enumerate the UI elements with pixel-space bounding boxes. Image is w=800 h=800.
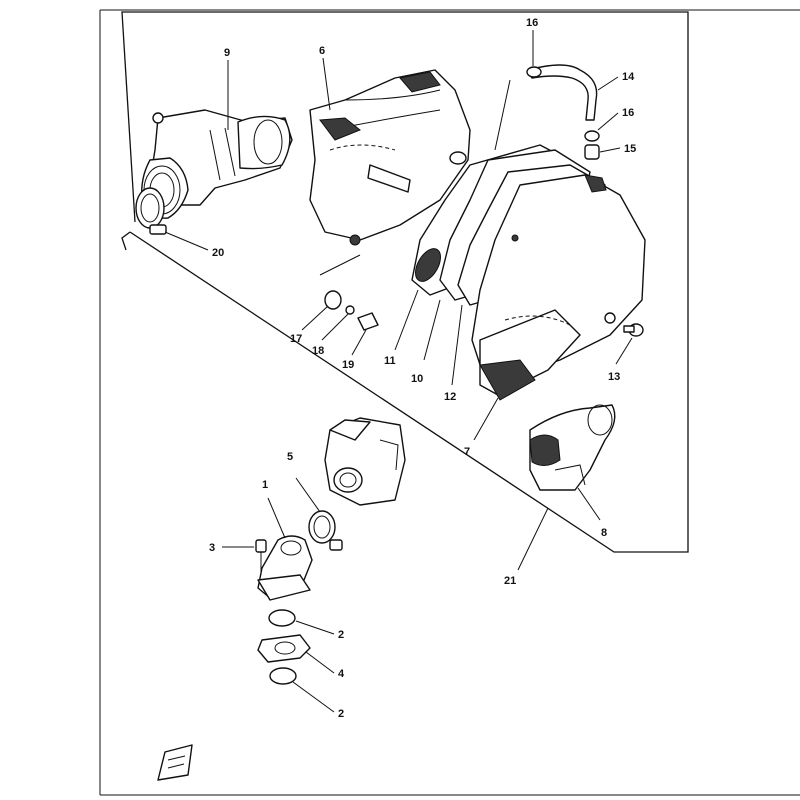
callout-5: 5	[287, 451, 293, 463]
callout-3: 3	[209, 542, 215, 554]
carb-clamp	[308, 510, 343, 551]
callout-16a: 16	[526, 17, 538, 29]
intake-joint	[529, 404, 616, 491]
o-ring-lower	[269, 667, 297, 685]
front-arrow-icon	[157, 744, 193, 781]
fastener-set	[319, 254, 379, 331]
intake-manifold	[257, 535, 313, 601]
callout-9: 9	[224, 47, 230, 59]
callout-18: 18	[312, 345, 324, 357]
insulator	[257, 634, 311, 663]
callout-2a: 2	[338, 629, 344, 641]
callout-12: 12	[444, 391, 456, 403]
page-border	[99, 9, 800, 796]
o-ring-upper	[268, 609, 296, 627]
callout-1: 1	[262, 479, 268, 491]
callout-2b: 2	[338, 708, 344, 720]
callout-11: 11	[384, 355, 396, 367]
carburetor	[324, 417, 406, 506]
callout-20: 20	[212, 247, 224, 259]
callout-4: 4	[338, 668, 345, 680]
callout-15: 15	[624, 143, 636, 155]
callout-19: 19	[342, 359, 354, 371]
air-cleaner-case	[309, 69, 471, 246]
callout-6: 6	[319, 45, 325, 57]
callout-21: 21	[504, 575, 516, 587]
case-cover	[471, 174, 646, 401]
assembly-frame	[121, 11, 689, 553]
callout-13: 13	[608, 371, 620, 383]
callout-14: 14	[622, 71, 635, 83]
callout-7: 7	[464, 446, 470, 458]
callouts: 16 14 16 15 9 6 20 17 18 19 11 10 12 13 …	[209, 17, 636, 720]
intake-duct	[140, 109, 293, 219]
breather-hose	[494, 64, 600, 160]
callout-8: 8	[601, 527, 607, 539]
assembly-frame-inner	[121, 231, 131, 251]
callout-17: 17	[290, 333, 302, 345]
hose-clamp	[135, 187, 167, 235]
leader-lines	[164, 30, 633, 713]
cover-screw	[623, 323, 644, 337]
callout-10: 10	[411, 373, 423, 385]
callout-16b: 16	[622, 107, 634, 119]
manifold-bolt	[255, 539, 267, 575]
